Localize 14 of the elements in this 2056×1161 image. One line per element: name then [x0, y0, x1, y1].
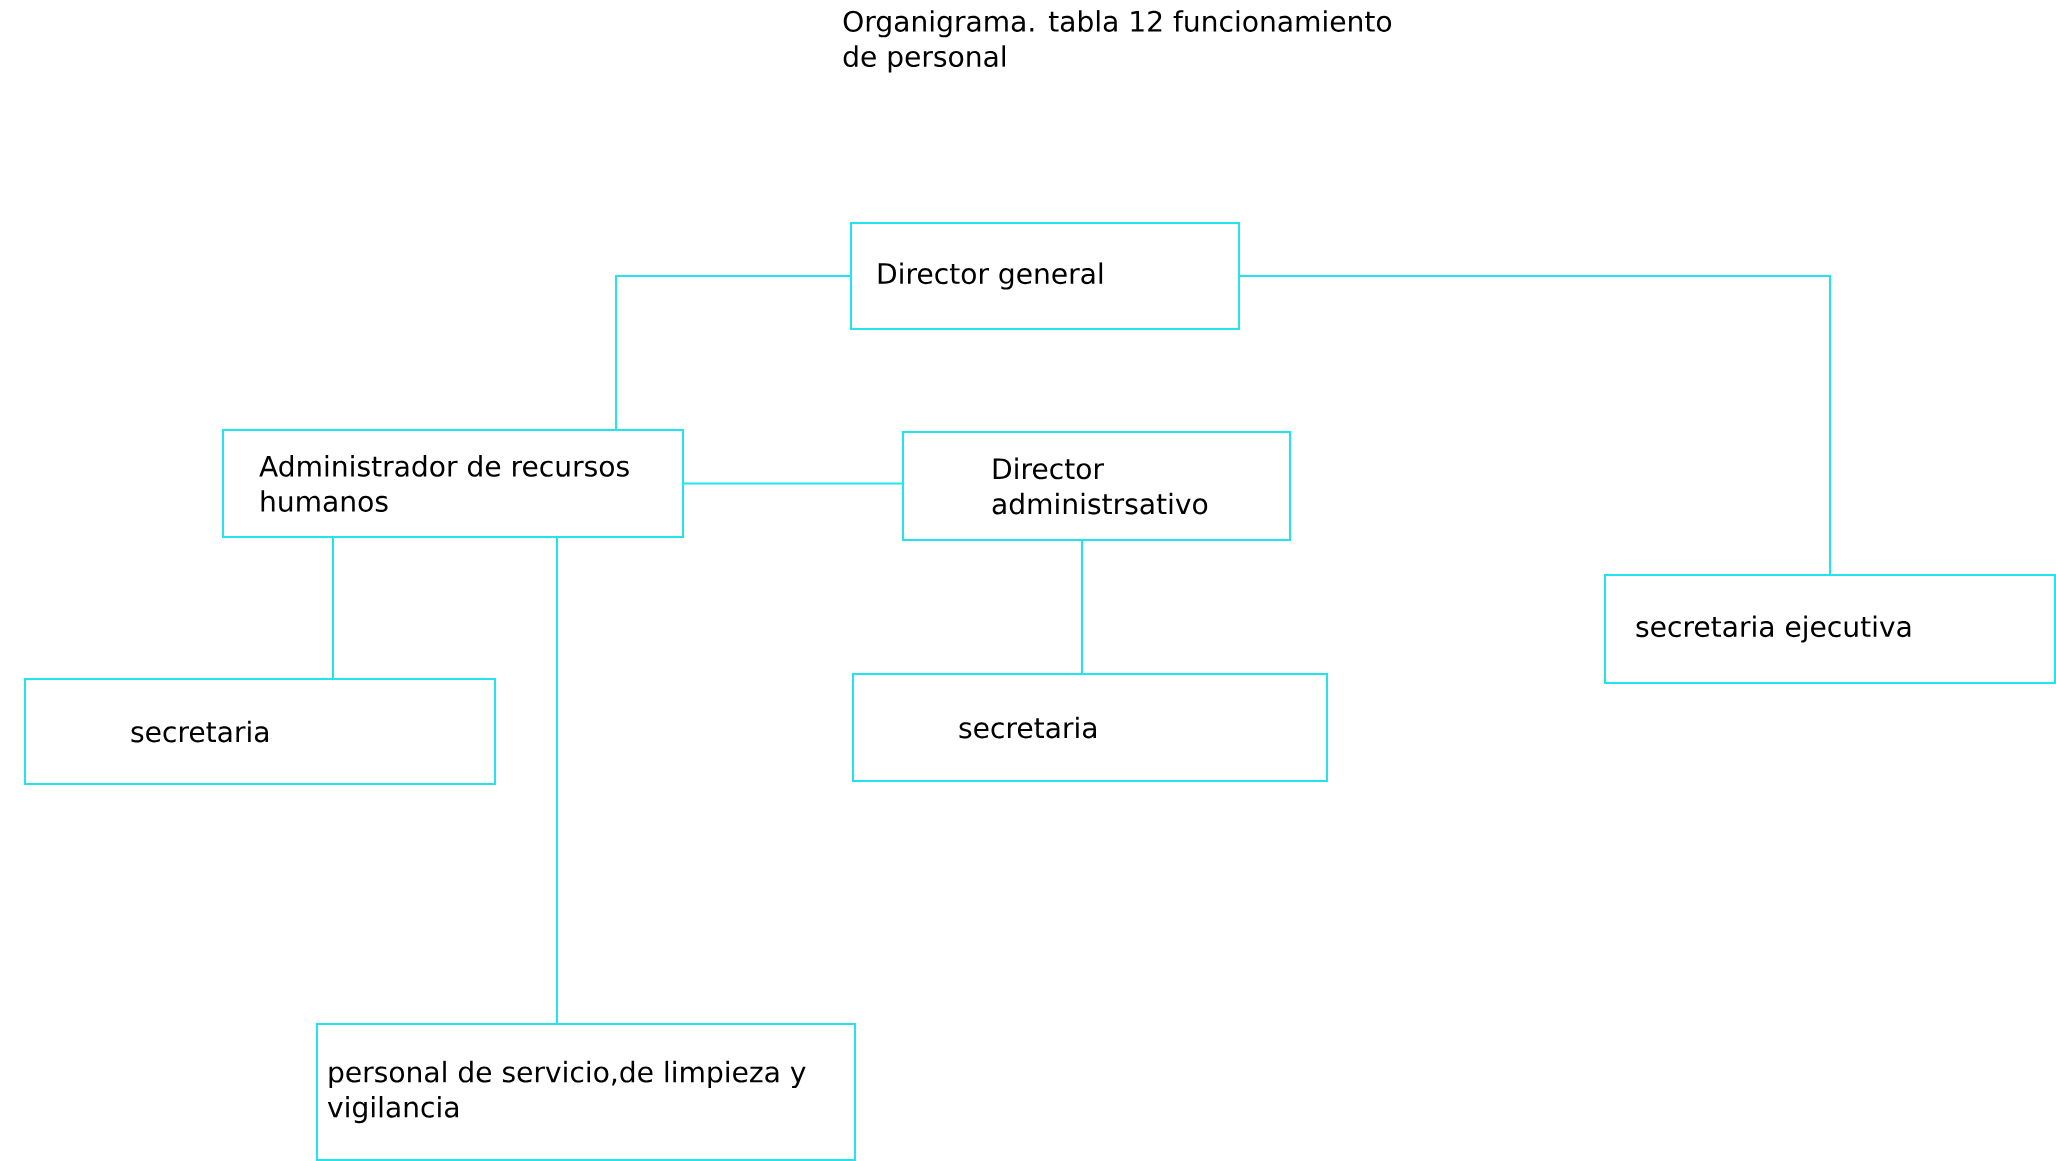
connector-line: [1081, 540, 1083, 674]
org-box: personal de servicio,de limpieza y vigilancia: [316, 1023, 856, 1161]
connector-line: [556, 537, 558, 1024]
org-box: Director administrsativo: [902, 431, 1291, 541]
org-box: secretaria: [24, 678, 496, 785]
org-box: secretaria ejecutiva: [1604, 574, 2056, 684]
title: Organigrama. tabla 12 funcionamiento de personal: [843, 10, 1392, 73]
org-box: Administrador de recursos humanos: [222, 429, 684, 538]
org-box: Director general: [850, 222, 1240, 330]
connector-line: [332, 537, 334, 679]
org-box: secretaria: [852, 673, 1328, 782]
connector-line: [683, 482, 903, 485]
connector-line: [615, 275, 851, 430]
connector-line: [1239, 275, 1832, 575]
